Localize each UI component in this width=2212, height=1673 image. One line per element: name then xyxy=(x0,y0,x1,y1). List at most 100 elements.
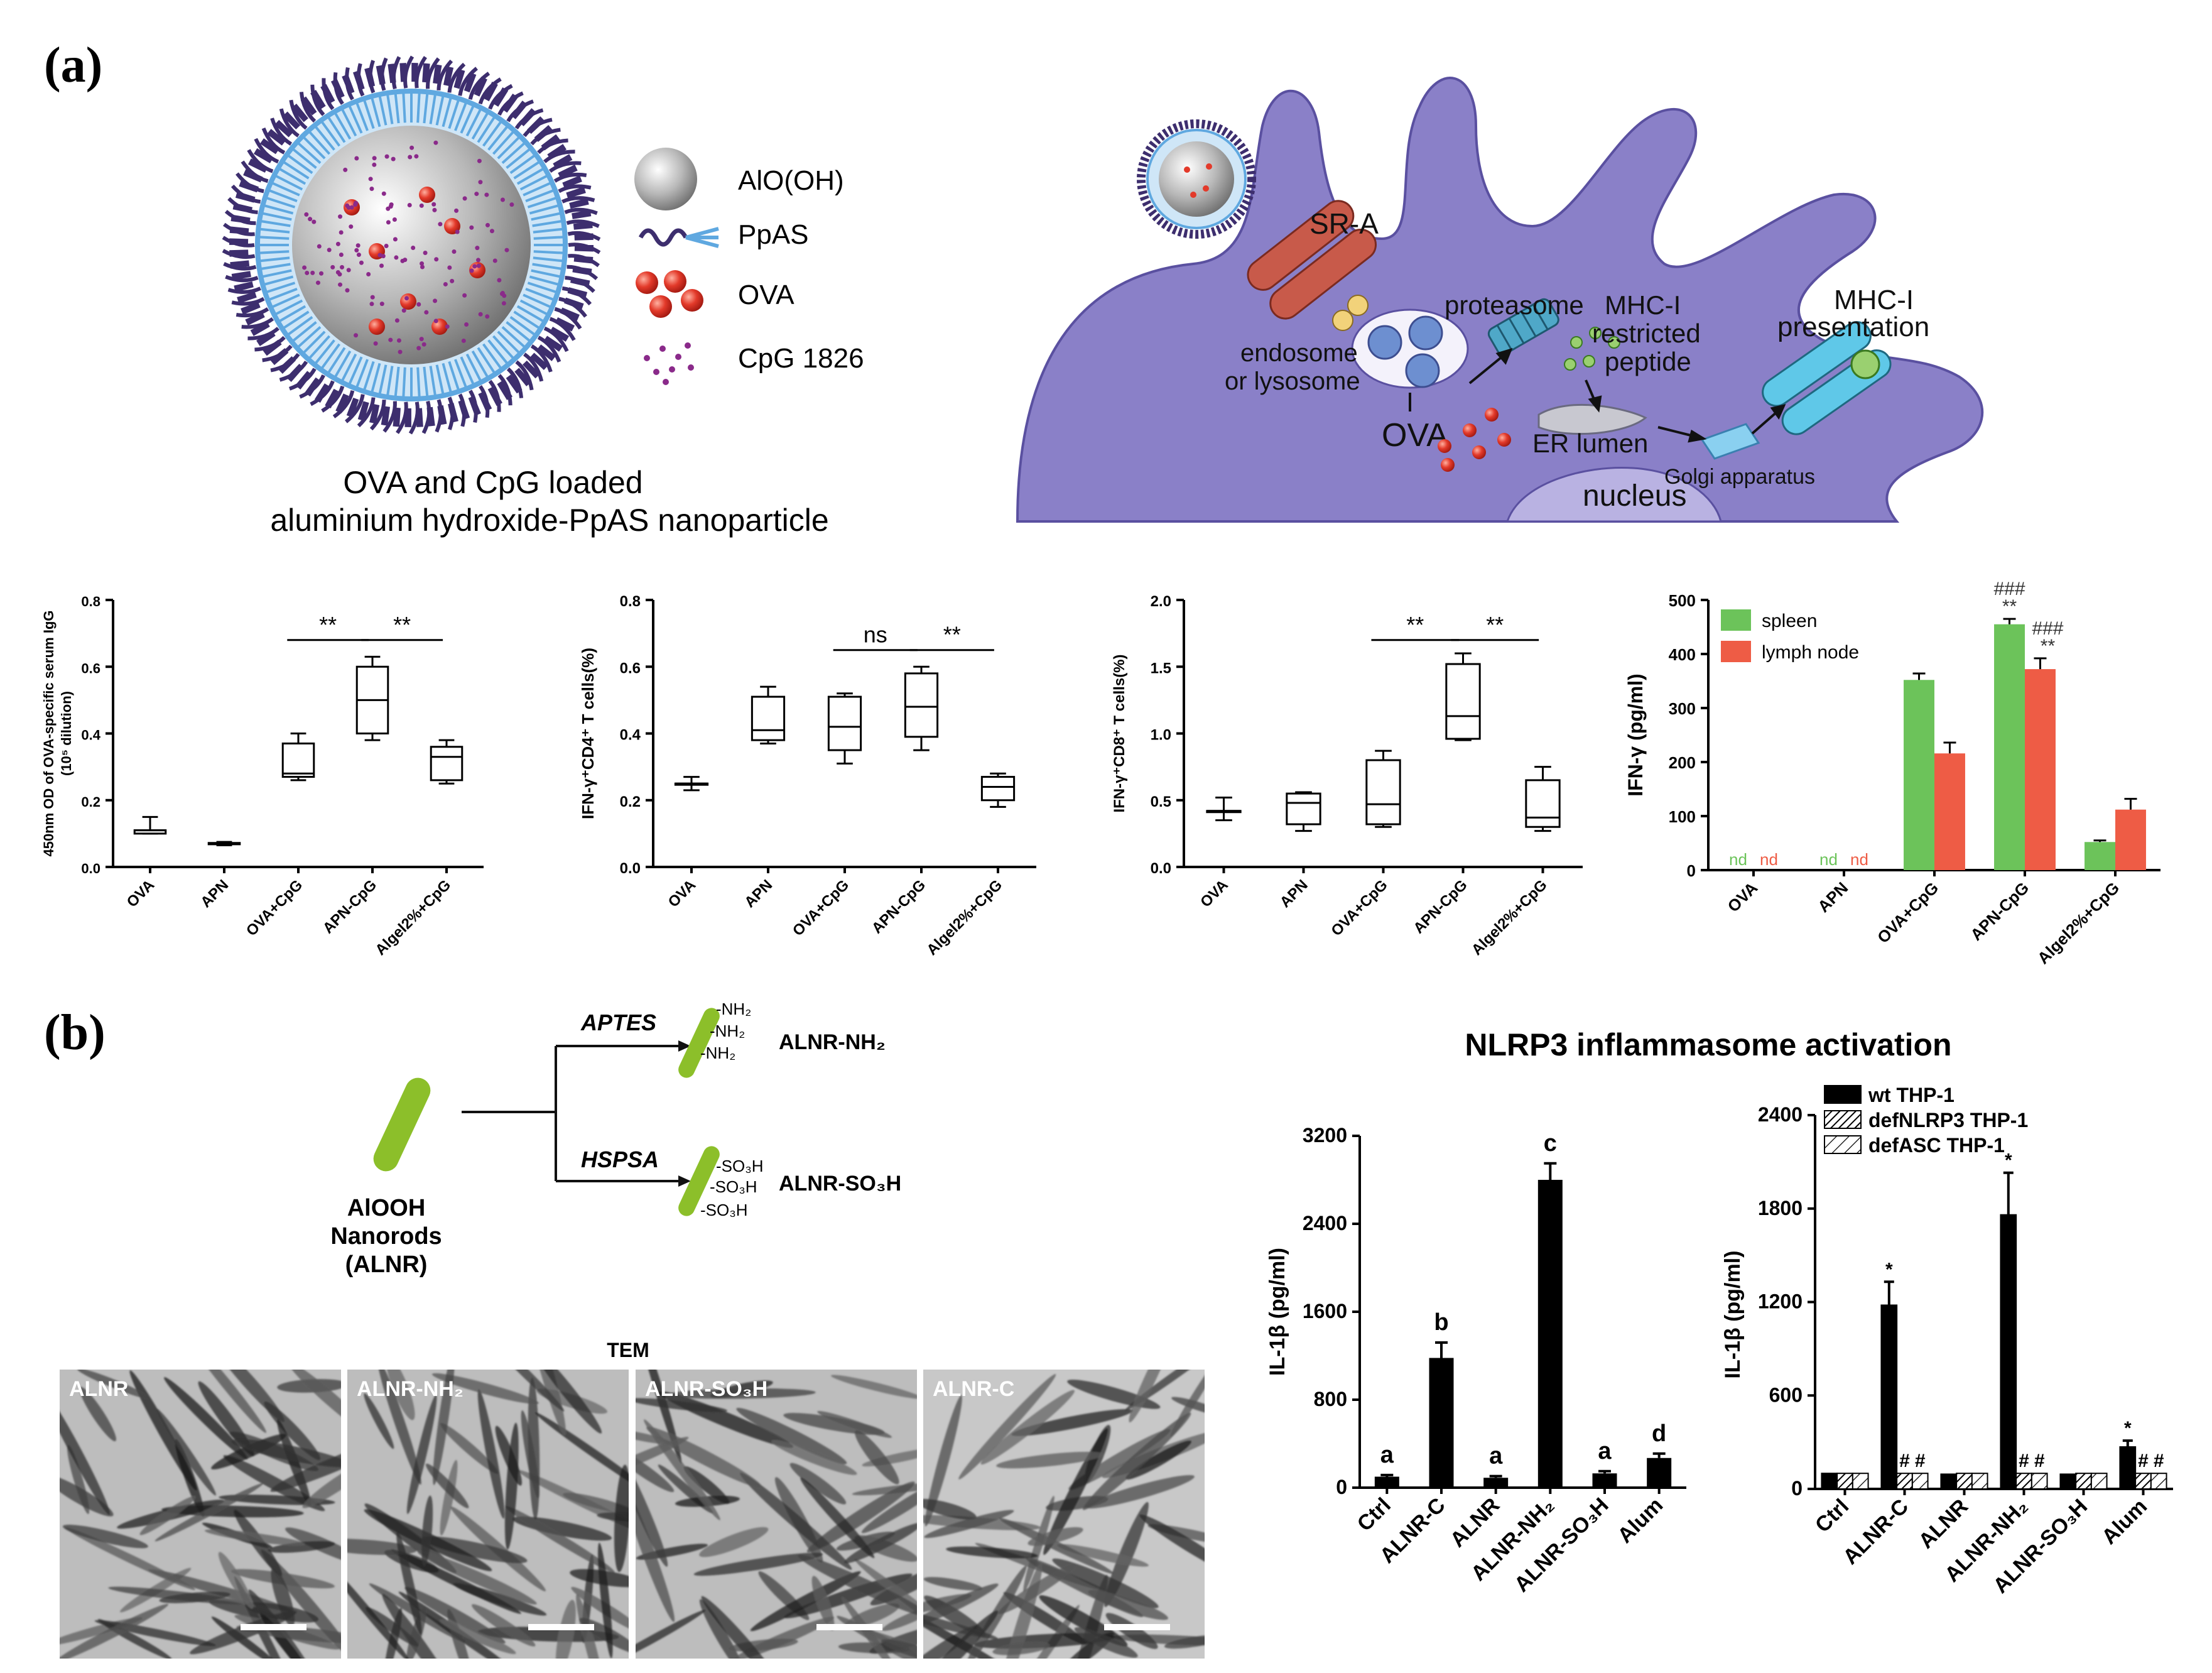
iqr-box xyxy=(1445,663,1481,740)
bar-series-1 xyxy=(1821,1473,1838,1490)
tem-nanorod xyxy=(924,1595,986,1637)
cpg-dot xyxy=(339,253,344,258)
lipid-tail xyxy=(315,126,335,151)
y-tick-label: 0.0 xyxy=(81,861,100,876)
box-4 xyxy=(904,665,939,751)
tem-nanorod xyxy=(156,1409,216,1496)
tem-nanorod xyxy=(406,1606,426,1659)
tem-nanorod xyxy=(60,1604,169,1659)
cpg-dot xyxy=(391,156,396,161)
tem-nanorod xyxy=(533,1370,602,1434)
cpg-dot xyxy=(501,301,506,306)
cpg-dot xyxy=(343,167,348,172)
cpg-dot xyxy=(423,250,428,255)
lipid-tail xyxy=(529,204,559,215)
bar-series-3 xyxy=(2090,1473,2108,1490)
tem-nanorod xyxy=(923,1603,998,1640)
nanorod-label-1: AlOOH xyxy=(347,1195,426,1221)
cpg-dot xyxy=(319,271,324,276)
tem-nanorod xyxy=(1105,1613,1158,1649)
tem-nanorod xyxy=(302,1458,341,1508)
ppas-chain xyxy=(479,384,490,418)
tem-nanorod xyxy=(139,1496,196,1535)
significance-mark: * xyxy=(1885,1259,1893,1280)
y-tick-label: 300 xyxy=(1669,699,1696,718)
so3h-group-2: -SO₃H xyxy=(710,1177,757,1196)
ppas-chain xyxy=(357,397,376,428)
cpg-dot xyxy=(312,219,317,224)
y-tick-label: 0.2 xyxy=(81,794,100,810)
significance-mark: # xyxy=(2154,1451,2164,1471)
y-tick-label: 0.0 xyxy=(1151,860,1171,877)
lipid-tail xyxy=(283,310,310,329)
box-5 xyxy=(430,739,464,785)
tem-nanorod xyxy=(636,1398,728,1412)
bar xyxy=(1592,1473,1617,1488)
cpg-dot xyxy=(454,208,459,213)
tem-nanorod xyxy=(270,1436,341,1492)
lipid-tail xyxy=(297,142,322,165)
tem-nanorod xyxy=(234,1510,283,1576)
iqr-box xyxy=(281,742,315,778)
tem-scale-bar xyxy=(816,1624,882,1630)
nd-label: nd xyxy=(1729,850,1747,869)
ppas-chain xyxy=(458,67,478,96)
cpg-dot xyxy=(381,254,386,259)
iqr-box xyxy=(827,695,862,751)
cpg-dot xyxy=(485,222,490,227)
lipid-tail xyxy=(348,356,363,384)
tem-nanorod xyxy=(364,1393,394,1449)
cpg-dot xyxy=(419,337,424,342)
y-tick-label: 500 xyxy=(1669,591,1696,610)
ppas-chain xyxy=(549,317,576,341)
cpg-dot xyxy=(339,230,344,235)
so3h-group-1: -SO₃H xyxy=(716,1157,764,1175)
lipid-tail xyxy=(506,321,531,342)
ppas-chain xyxy=(523,352,544,382)
x-tick-label: OVA xyxy=(124,876,158,911)
tem-nanorod xyxy=(1170,1370,1205,1437)
cpg-dot xyxy=(345,203,350,208)
tem-nanorod xyxy=(636,1447,668,1567)
ppas-chain xyxy=(356,63,365,97)
tem-nanorod xyxy=(495,1425,522,1486)
cpg-dot xyxy=(373,341,378,346)
tem-nanorod xyxy=(636,1483,675,1622)
cell-particle-chains xyxy=(1137,119,1256,239)
cpg-dot xyxy=(404,296,409,301)
tem-nanorod xyxy=(129,1370,197,1491)
tem-nanorod xyxy=(218,1552,254,1609)
cpg-dot xyxy=(478,312,483,317)
ppas-chain xyxy=(436,59,453,90)
tem-nanorod xyxy=(347,1539,417,1556)
lipid-tail xyxy=(371,362,381,393)
tem-panel-3: ALNR-SO₃H xyxy=(636,1370,917,1659)
ppas-chain xyxy=(403,55,415,89)
lipid-tail xyxy=(394,366,400,396)
cpg-dot xyxy=(447,265,452,270)
cpg-dot xyxy=(379,263,384,268)
legend-swatch xyxy=(1824,1110,1862,1129)
cpg-dot xyxy=(474,192,479,197)
lipid-tail xyxy=(497,330,520,354)
ppas-chain xyxy=(523,117,553,138)
tem-nanorod xyxy=(740,1473,852,1570)
tem-nanorod xyxy=(946,1546,1038,1559)
ova-particle xyxy=(419,187,435,203)
cpg-dot xyxy=(353,202,358,207)
y-axis-label: (10⁵ dilution) xyxy=(58,691,74,776)
ppas-chain xyxy=(227,286,261,294)
y-tick-label: 0.4 xyxy=(620,727,641,744)
lipid-tail xyxy=(275,175,303,191)
cpg-dot xyxy=(500,197,505,202)
tem-nanorod xyxy=(923,1577,982,1591)
lipid-tail xyxy=(259,236,290,240)
nd-label: nd xyxy=(1850,850,1868,869)
lipid-tail xyxy=(482,343,502,369)
box-3 xyxy=(827,692,862,765)
tem-nanorod xyxy=(377,1370,421,1485)
mhc-peptide-label-1: MHC-I xyxy=(1605,290,1681,320)
proteasome xyxy=(1487,298,1559,356)
